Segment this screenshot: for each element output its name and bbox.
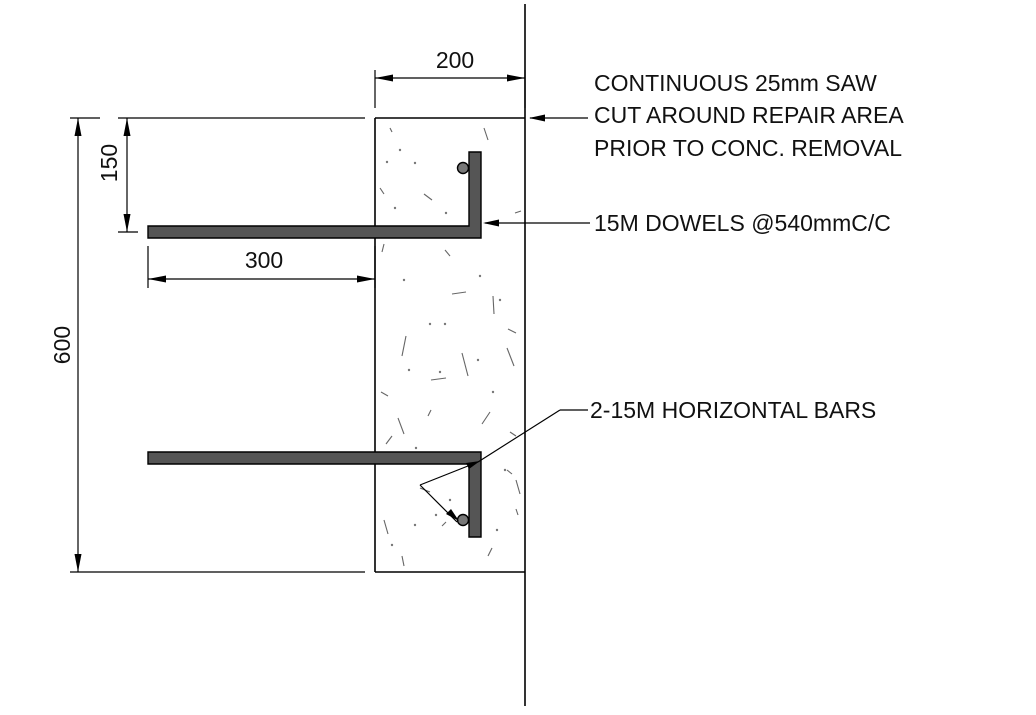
leader-dowels [483, 219, 590, 227]
dimension-embed-length [147, 246, 376, 288]
lower-horizontal-bar-section [456, 513, 470, 527]
dimension-top-width [374, 70, 526, 108]
dimension-dowel-offset-text: 150 [96, 144, 122, 182]
note-horizontal-bars: 2-15M HORIZONTAL BARS [590, 397, 876, 423]
dimension-total-height-text: 600 [49, 326, 75, 364]
concrete-hatching [379, 127, 522, 567]
leader-horizontal-bars [419, 409, 588, 523]
dimension-top-width-text: 200 [436, 47, 474, 73]
leader-saw-cut [529, 114, 588, 122]
note-dowels: 15M DOWELS @540mmC/C [594, 210, 891, 236]
note-saw-cut-line-3: PRIOR TO CONC. REMOVAL [594, 135, 902, 161]
upper-horizontal-bar-section [456, 161, 470, 175]
dimension-total-height [70, 117, 365, 573]
note-saw-cut-line-2: CUT AROUND REPAIR AREA [594, 102, 904, 128]
note-saw-cut-line-1: CONTINUOUS 25mm SAW [594, 70, 877, 96]
upper-dowel-bar [147, 151, 482, 239]
repair-area-outline [374, 117, 525, 573]
dimension-embed-length-text: 300 [245, 247, 283, 273]
dimension-dowel-offset [118, 117, 365, 233]
lower-dowel-bar [147, 451, 482, 538]
